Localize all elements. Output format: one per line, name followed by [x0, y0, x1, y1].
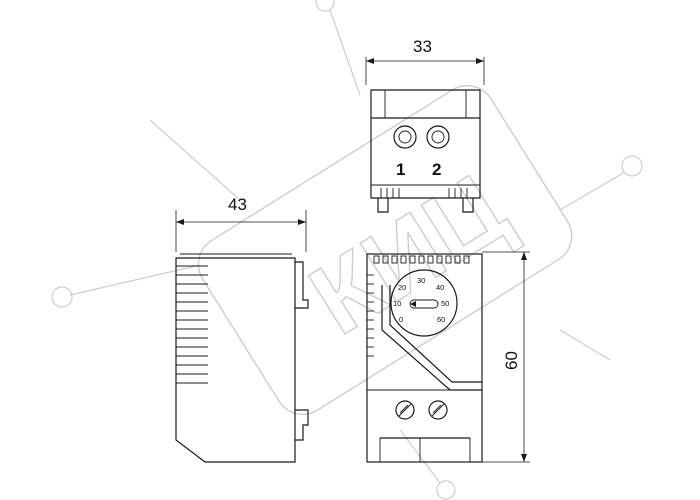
terminal-screw-1-icon [393, 125, 417, 149]
terminal-screw-2-icon [426, 125, 450, 149]
dimension-width-label: 33 [413, 37, 432, 56]
temperature-dial-icon [390, 269, 458, 337]
dimension-height-label: 60 [502, 351, 521, 370]
terminal-screw-left-icon [395, 400, 415, 420]
dial-scale-60: 60 [437, 315, 445, 324]
watermark-logo: КИЦ [51, 0, 643, 500]
dial-scale-50: 50 [441, 299, 449, 308]
dial-scale-30: 30 [417, 276, 425, 285]
front-view-top-vents [373, 255, 470, 264]
dimension-depth-label: 43 [228, 195, 247, 214]
terminal-screw-right-icon [428, 400, 448, 420]
dial-scale-40: 40 [436, 283, 444, 292]
front-view: 60 [366, 251, 530, 463]
terminal-label-2: 2 [432, 160, 441, 179]
dial-scale-0: 0 [399, 315, 403, 324]
top-view-vents [380, 188, 468, 198]
front-view-side-vents [367, 274, 374, 357]
dial-scale-20: 20 [398, 283, 406, 292]
top-view: 33 1 2 [365, 37, 485, 213]
side-view: 43 [175, 195, 309, 463]
terminal-label-1: 1 [396, 160, 405, 179]
side-view-vents [176, 265, 208, 384]
dial-scale-10: 10 [393, 299, 401, 308]
